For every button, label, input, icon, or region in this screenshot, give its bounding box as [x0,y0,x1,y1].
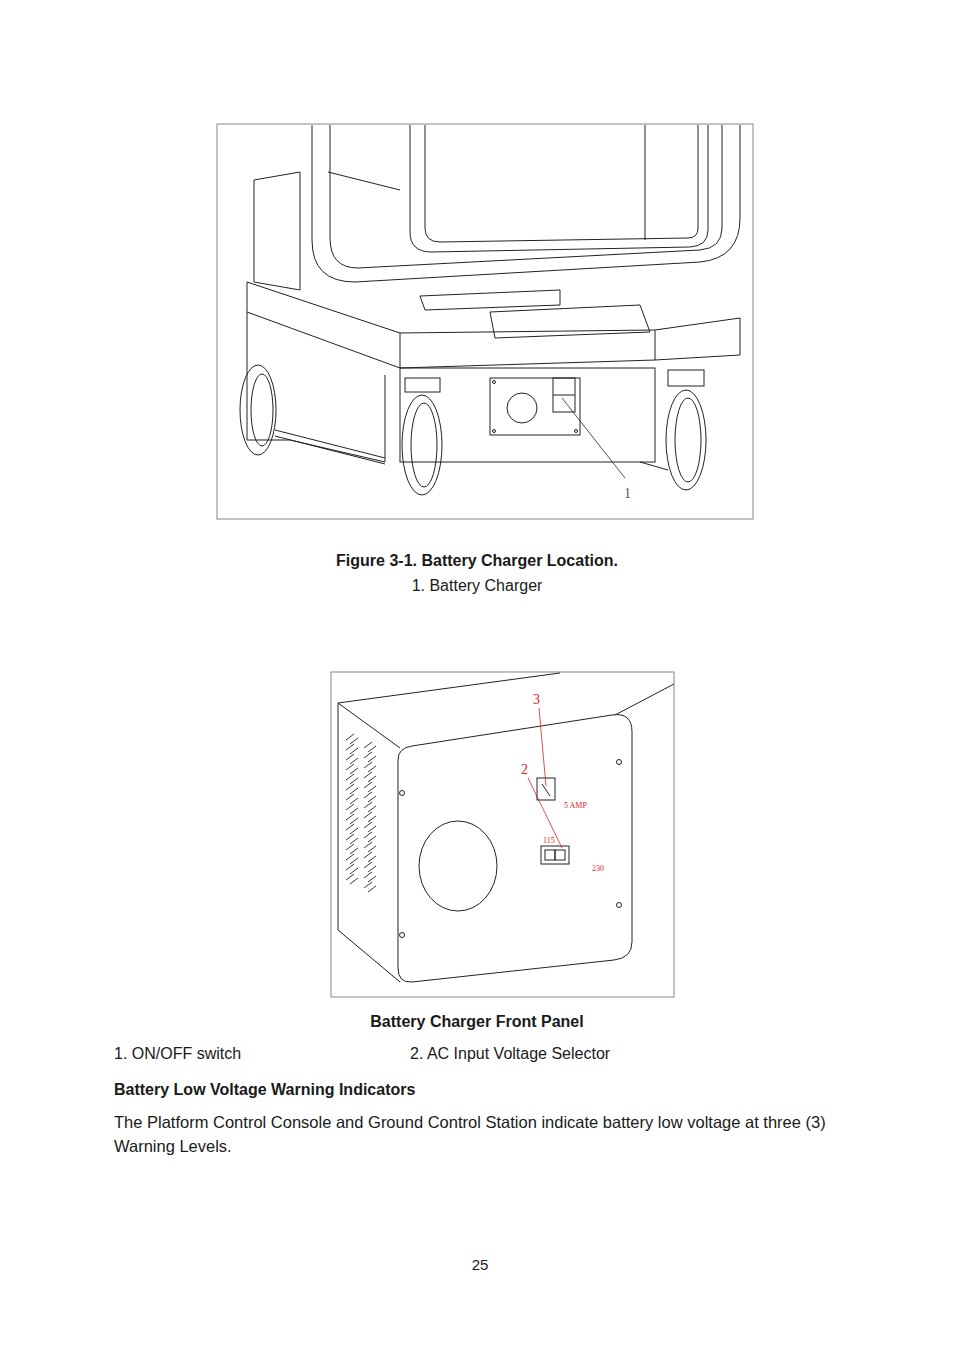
figure-caption: Figure 3-1. Battery Charger Location. [336,551,618,570]
page-number: 25 [472,1256,489,1274]
callout-number: 1 [624,486,631,503]
voltage-text: 230 [592,864,604,874]
figure-frame [217,124,753,519]
rating-text: 5 AMP [564,801,587,811]
part-legend: 1. ON/OFF switch [114,1044,241,1063]
figure-caption: Battery Charger Front Panel [370,1012,583,1031]
battery-charger-drawing [338,673,674,982]
part-legend: 1. Battery Charger [412,576,543,595]
callout-number: 3 [533,692,540,709]
figure-frame [331,672,674,997]
leader-lines [528,708,562,848]
callout-number: 2 [521,762,528,779]
scissor-lift-drawing [240,125,740,495]
part-legend: 2. AC Input Voltage Selector [410,1044,610,1063]
body-paragraph: The Platform Control Console and Ground … [114,1110,859,1158]
section-heading: Battery Low Voltage Warning Indicators [114,1080,415,1099]
voltage-text: 115 [543,836,555,846]
